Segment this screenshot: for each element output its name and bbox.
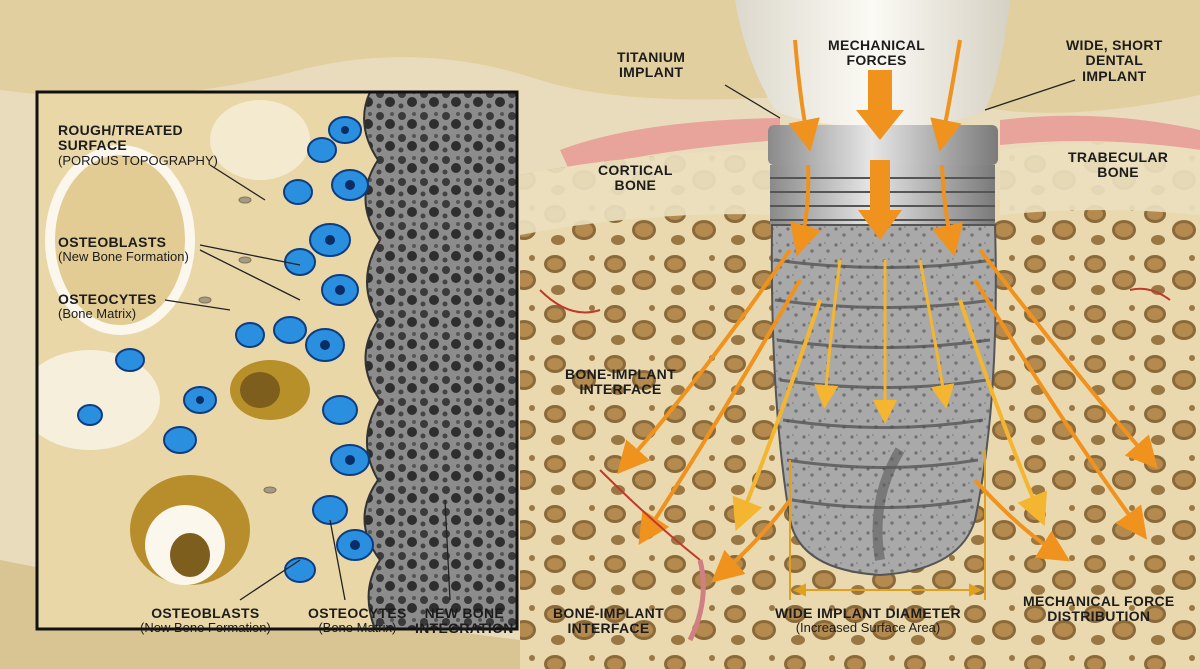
osteocytes-bottom-label: OSTEOCYTES(Bone Matrix) — [308, 605, 407, 636]
gum-left — [560, 118, 780, 172]
mechanical-force-arrows — [788, 39, 964, 424]
crown — [735, 0, 1010, 128]
gum-right — [1000, 115, 1200, 150]
osteoblasts-bottom-label: OSTEOBLASTS(New Bone Formation) — [140, 605, 271, 636]
wide-implant-diameter-label: WIDE IMPLANT DIAMETER(Increased Surface … — [775, 605, 961, 636]
trabecular-bone-left — [520, 150, 780, 669]
force-distribution-arrows — [617, 248, 1158, 583]
osteoblasts-inset-label: OSTEOBLASTS(New Bone Formation) — [58, 234, 189, 265]
osteocytes-inset-label: OSTEOCYTES(Bone Matrix) — [58, 291, 157, 322]
cellular-inset — [35, 90, 519, 631]
trabecular-bone-right — [1000, 142, 1200, 669]
diameter-bracket — [789, 450, 986, 600]
